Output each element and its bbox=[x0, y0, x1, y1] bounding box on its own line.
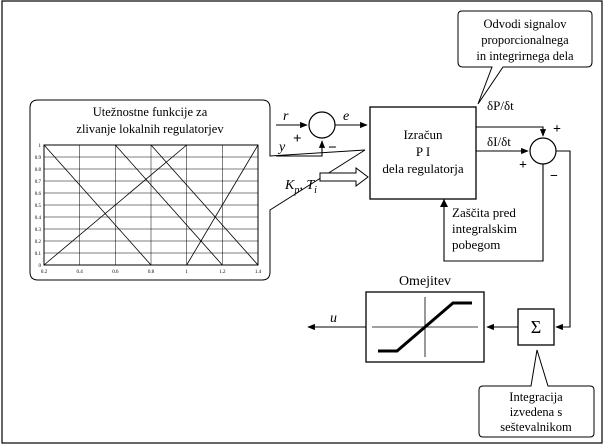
callout-line: seštevalnikom bbox=[500, 420, 572, 434]
antiwindup-feedback-line bbox=[443, 164, 544, 262]
sign-minus: − bbox=[550, 169, 558, 184]
sum-to-summer-line bbox=[555, 150, 571, 331]
y-tick-label: 0.3 bbox=[35, 228, 42, 233]
signal-e-label: e bbox=[343, 109, 349, 124]
sign-minus: − bbox=[328, 140, 337, 156]
callout-line: izvedena s bbox=[510, 405, 563, 419]
weighting-curve bbox=[43, 144, 187, 266]
x-tick-label: 0.2 bbox=[41, 270, 48, 275]
signal-y-label: y bbox=[277, 140, 286, 155]
callout-integration: Integracija izvedena s seštevalnikom bbox=[478, 349, 595, 438]
signal-u-label: u bbox=[330, 311, 337, 326]
signal-dI-label: δI/δt bbox=[487, 134, 511, 149]
signal-dP-label: δP/δt bbox=[487, 98, 514, 113]
signal-r-label: r bbox=[283, 109, 289, 124]
y-tick-label: 0.2 bbox=[35, 240, 42, 245]
x-tick-label: 1.4 bbox=[255, 270, 262, 275]
y-tick-label: 0.8 bbox=[35, 168, 42, 173]
y-tick-label: 0.7 bbox=[35, 180, 42, 185]
sign-plus: + bbox=[553, 122, 561, 137]
pi-block-line: Izračun bbox=[404, 127, 443, 142]
weighting-curve bbox=[186, 144, 259, 266]
dP-signal-line bbox=[476, 126, 547, 137]
params-label: Kp, Ti bbox=[284, 178, 317, 196]
y-tick-label: 0.1 bbox=[35, 252, 42, 257]
x-tick-label: 0.4 bbox=[77, 270, 84, 275]
weighting-curve bbox=[43, 144, 152, 266]
sign-plus: + bbox=[293, 131, 302, 147]
panel-title-line: zlivanje lokalnih regulatorjev bbox=[76, 122, 224, 136]
parameters-input-arrow: Kp, Ti bbox=[284, 167, 369, 196]
y-tick-label: 1 bbox=[39, 144, 42, 149]
antiwindup-line: Zaščita pred bbox=[452, 205, 516, 220]
x-tick-label: 0.6 bbox=[112, 270, 119, 275]
callout-line: Odvodi signalov bbox=[484, 17, 568, 31]
x-tick-label: 1.2 bbox=[219, 270, 226, 275]
pi-calculation-block: Izračun P I dela regulatorja bbox=[369, 106, 477, 200]
pi-block-line: dela regulatorja bbox=[382, 161, 463, 176]
limiter-block: Omejitev bbox=[365, 274, 485, 363]
weighting-curve bbox=[115, 144, 223, 266]
y-tick-label: 0.6 bbox=[35, 192, 42, 197]
weighting-curve bbox=[150, 144, 259, 266]
pi-block-line: P I bbox=[416, 144, 430, 159]
callout-line: Integracija bbox=[509, 390, 563, 404]
weighting-functions-panel: Utežnostne funkcije za zlivanje lokalnih… bbox=[29, 99, 366, 281]
y-tick-label: 0 bbox=[39, 264, 42, 269]
y-tick-label: 0.5 bbox=[35, 204, 42, 209]
summer-block: Σ bbox=[517, 308, 555, 346]
y-tick-label: 0.4 bbox=[35, 216, 42, 221]
panel-title-line: Utežnostne funkcije za bbox=[93, 105, 208, 119]
x-tick-label: 1 bbox=[185, 270, 188, 275]
callout-line: proporcionalnega bbox=[481, 33, 569, 47]
y-tick-label: 0.9 bbox=[35, 156, 42, 161]
x-tick-label: 0.8 bbox=[148, 270, 155, 275]
sign-plus: + bbox=[519, 158, 527, 173]
limiter-label: Omejitev bbox=[399, 274, 451, 289]
y-signal-line bbox=[276, 140, 326, 157]
summing-junction-error: r y e + − bbox=[276, 109, 368, 157]
sigma-symbol: Σ bbox=[531, 317, 541, 337]
callout-line: in integrirnega dela bbox=[476, 49, 574, 63]
antiwindup-line: pobegom bbox=[452, 237, 500, 252]
callout-signal-derivatives: Odvodi signalov proporcionalnega in inte… bbox=[457, 10, 593, 105]
antiwindup-line: integralskim bbox=[452, 221, 517, 236]
summing-junction-output: + + − bbox=[519, 122, 561, 184]
